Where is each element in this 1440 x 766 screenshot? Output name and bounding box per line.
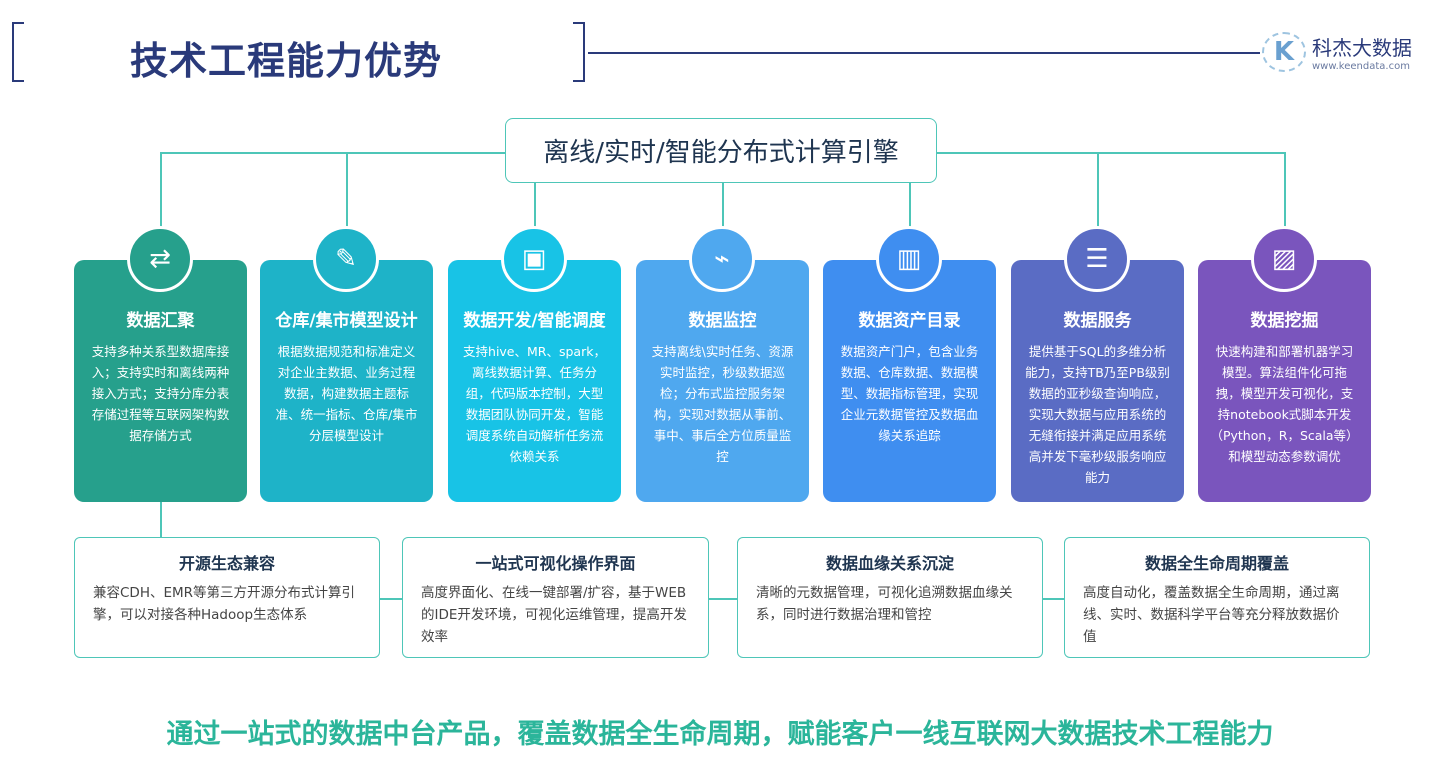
flow-icon: ⇄ <box>127 226 193 292</box>
feature-description: 清晰的元数据管理，可视化追溯数据血缘关系，同时进行数据治理和管控 <box>756 585 1013 623</box>
connector-line <box>909 152 911 232</box>
feature-box: 一站式可视化操作界面高度界面化、在线一键部署/扩容，基于WEB的IDE开发环境，… <box>402 537 709 658</box>
header-divider <box>588 52 1260 54</box>
capability-card: 数据汇聚支持多种关系型数据库接入；支持实时和离线两种接入方式；支持分库分表存储过… <box>74 260 247 502</box>
card-description: 支持hive、MR、spark，离线数据计算、任务分组，代码版本控制，大型数据团… <box>463 344 606 464</box>
card-title: 数据汇聚 <box>126 311 195 331</box>
feature-title: 一站式可视化操作界面 <box>475 554 636 573</box>
card-title: 数据开发/智能调度 <box>463 311 606 331</box>
chart-board-icon: ▥ <box>876 226 942 292</box>
card-description: 快速构建和部署机器学习模型。算法组件化可拖拽，模型开发可视化，支持noteboo… <box>1210 344 1359 464</box>
capability-card: 数据服务提供基于SQL的多维分析能力，支持TB乃至PB级别数据的亚秒级查询响应，… <box>1011 260 1184 502</box>
feature-title: 数据全生命周期覆盖 <box>1144 554 1289 573</box>
footer-slogan: 通过一站式的数据中台产品，覆盖数据全生命周期，赋能客户一线互联网大数据技术工程能… <box>166 719 1274 750</box>
capability-card: 仓库/集市模型设计根据数据规范和标准定义对企业主数据、业务过程数据，构建数据主题… <box>260 260 433 502</box>
feature-box: 数据血缘关系沉淀清晰的元数据管理，可视化追溯数据血缘关系，同时进行数据治理和管控 <box>737 537 1043 658</box>
card-description: 支持多种关系型数据库接入；支持实时和离线两种接入方式；支持分库分表存储过程等互联… <box>91 344 230 443</box>
central-engine-box: 离线/实时/智能分布式计算引擎 <box>505 118 937 183</box>
card-description: 根据数据规范和标准定义对企业主数据、业务过程数据，构建数据主题标准、统一指标、仓… <box>275 344 418 443</box>
connector-line <box>1043 598 1064 600</box>
feature-box: 开源生态兼容兼容CDH、EMR等第三方开源分布式计算引擎，可以对接各种Hadoo… <box>74 537 380 658</box>
connector-line <box>380 598 402 600</box>
feature-description: 高度界面化、在线一键部署/扩容，基于WEB的IDE开发环境，可视化运维管理，提高… <box>421 585 687 645</box>
connector-line <box>534 152 536 232</box>
card-description: 提供基于SQL的多维分析能力，支持TB乃至PB级别数据的亚秒级查询响应，实现大数… <box>1025 344 1170 485</box>
logo-name: 科杰大数据 <box>1312 36 1412 60</box>
card-description: 支持离线\实时任务、资源实时监控，秒级数据巡检；分布式监控服务架构，实现对数据从… <box>651 344 794 464</box>
left-bracket <box>12 22 24 82</box>
connector-line <box>160 152 162 232</box>
capability-card: 数据挖掘快速构建和部署机器学习模型。算法组件化可拖拽，模型开发可视化，支持not… <box>1198 260 1371 502</box>
card-title: 数据监控 <box>688 311 757 331</box>
card-title: 数据资产目录 <box>858 311 961 331</box>
monitor-icon: ⌁ <box>689 226 755 292</box>
connector-line <box>722 183 724 228</box>
capability-card: 数据开发/智能调度支持hive、MR、spark，离线数据计算、任务分组，代码版… <box>448 260 621 502</box>
connector-line <box>1284 152 1286 232</box>
pencil-ruler-icon: ✎ <box>313 226 379 292</box>
logo-brain-icon: K <box>1262 32 1306 72</box>
logo: K 科杰大数据 www.keendata.com <box>1262 32 1412 72</box>
feature-title: 开源生态兼容 <box>178 554 275 573</box>
connector-line <box>346 152 348 232</box>
feature-description: 兼容CDH、EMR等第三方开源分布式计算引擎，可以对接各种Hadoop生态体系 <box>93 585 356 623</box>
logo-url: www.keendata.com <box>1312 61 1410 72</box>
card-description: 数据资产门户，包含业务数据、仓库数据、数据模型、数据指标管理，实现企业元数据管控… <box>840 344 979 443</box>
card-title: 仓库/集市模型设计 <box>275 311 418 331</box>
connector-line <box>709 598 737 600</box>
feature-title: 数据血缘关系沉淀 <box>825 554 954 573</box>
list-settings-icon: ☰ <box>1064 226 1130 292</box>
card-title: 数据挖掘 <box>1250 311 1319 331</box>
page-title: 技术工程能力优势 <box>130 39 443 83</box>
right-bracket <box>573 22 585 82</box>
card-title: 数据服务 <box>1063 311 1132 331</box>
chip-icon: ▣ <box>501 226 567 292</box>
chart-export-icon: ▨ <box>1251 226 1317 292</box>
connector-line <box>160 502 162 537</box>
feature-box: 数据全生命周期覆盖高度自动化，覆盖数据全生命周期，通过离线、实时、数据科学平台等… <box>1064 537 1370 658</box>
capability-card: 数据资产目录数据资产门户，包含业务数据、仓库数据、数据模型、数据指标管理，实现企… <box>823 260 996 502</box>
capability-card: 数据监控支持离线\实时任务、资源实时监控，秒级数据巡检；分布式监控服务架构，实现… <box>636 260 809 502</box>
connector-line <box>1097 152 1099 232</box>
feature-description: 高度自动化，覆盖数据全生命周期，通过离线、实时、数据科学平台等充分释放数据价值 <box>1083 585 1340 645</box>
